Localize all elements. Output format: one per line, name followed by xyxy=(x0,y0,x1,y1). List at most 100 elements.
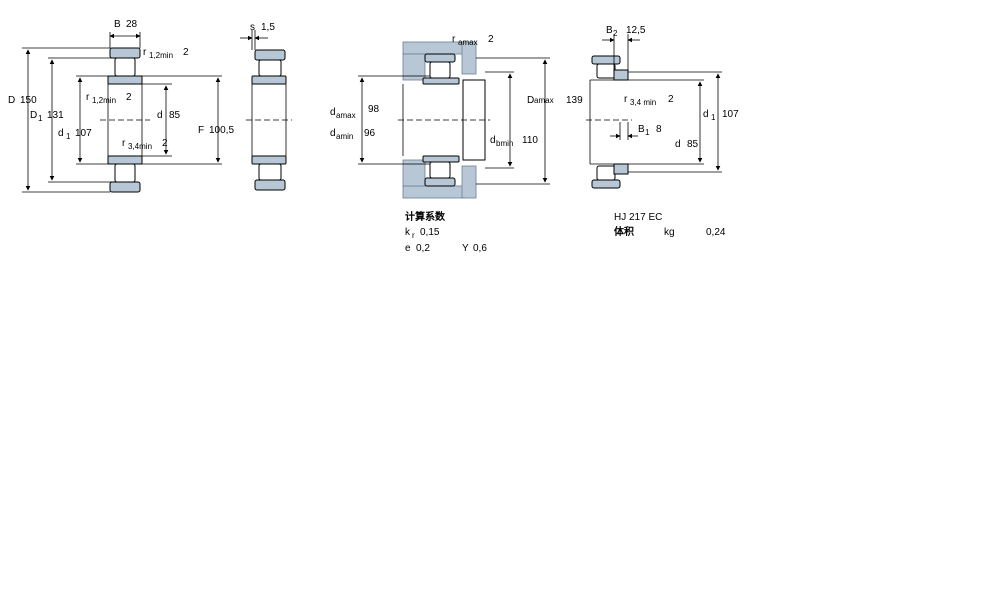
angle-ring-bottom xyxy=(613,163,629,175)
dim-damax-value: 98 xyxy=(368,104,380,115)
angle-ring-top xyxy=(613,69,629,81)
dim-damin-sub: amin xyxy=(336,132,353,141)
housing-bottom xyxy=(402,185,466,199)
e-value: 0,2 xyxy=(416,243,430,254)
roller-bottom-4 xyxy=(596,165,616,181)
dim-r34-4-label: r xyxy=(624,94,628,105)
shaft-left-bottom xyxy=(402,159,426,187)
dim-s-label: s xyxy=(250,22,255,33)
outer-ring-top-3 xyxy=(424,53,456,63)
shaft-left-top xyxy=(402,53,426,81)
dim-ramax-sub: amax xyxy=(458,38,478,47)
outer-ring-bottom-3 xyxy=(424,177,456,187)
dim-damax-label: d xyxy=(330,107,336,118)
dim-damin-value: 96 xyxy=(364,128,376,139)
inner-ring-top-3 xyxy=(422,77,460,85)
roller-top-2 xyxy=(258,59,282,77)
dim-d-4-label: d xyxy=(675,139,681,150)
dim-d1-value: 107 xyxy=(75,128,92,139)
dim-r34-4-value: 2 xyxy=(668,94,674,105)
view-angle-ring: B 2 12,5 r 3,4 min 2 B 1 8 d 1 107 d 85 xyxy=(586,25,739,189)
dim-r34-label: r xyxy=(122,138,126,149)
y-label: Y xyxy=(462,243,469,254)
dim-b1-sub: 1 xyxy=(645,128,650,137)
dim-dbmin-value: 110 xyxy=(522,135,538,146)
roller-bottom-3 xyxy=(429,161,451,179)
mass-unit: kg xyxy=(664,227,675,238)
dim-b2-value: 12,5 xyxy=(626,25,646,36)
dim-ramax-label: r xyxy=(452,34,456,45)
dim-d1-label: d xyxy=(58,128,64,139)
mass-value: 0,24 xyxy=(706,227,726,238)
view-abutment: r amax 2 d amax 98 d amin 96 D amax 139 … xyxy=(330,34,583,199)
dim-Damax-value: 139 xyxy=(566,95,583,106)
dim-r12-top-value: 2 xyxy=(183,47,189,58)
dim-r12-mid-sub: 1,2min xyxy=(92,96,116,105)
dim-dbmin-label: d xyxy=(490,135,496,146)
roller-top xyxy=(114,57,136,77)
outer-ring-bottom-2 xyxy=(254,179,286,191)
outer-ring-bottom-4 xyxy=(591,179,621,189)
dim-dbmin-sub: bmin xyxy=(496,139,513,148)
dim-d-outer-value: 150 xyxy=(20,95,37,106)
inner-ring-bottom-3 xyxy=(422,155,460,163)
e-label: e xyxy=(405,243,411,254)
dim-b1-value: 8 xyxy=(656,124,662,135)
dim-d-4-value: 85 xyxy=(687,139,699,150)
dim-d-bore-label: d xyxy=(157,110,163,121)
designation: HJ 217 EC xyxy=(614,212,662,223)
dim-r12-mid-value: 2 xyxy=(126,92,132,103)
dim-d1-outer-sub: 1 xyxy=(38,114,43,123)
dim-r12-mid-label: r xyxy=(86,92,90,103)
dim-d1-sub: 1 xyxy=(66,132,71,141)
dim-damin-label: d xyxy=(330,128,336,139)
dim-s-value: 1,5 xyxy=(261,22,275,33)
calc-heading: 计算系数 xyxy=(405,210,446,223)
dim-damax-sub: amax xyxy=(336,111,356,120)
dim-f-label: F xyxy=(198,125,204,136)
kr-label: k xyxy=(405,227,411,238)
inner-ring-bottom xyxy=(107,155,143,165)
dim-d-bore-value: 85 xyxy=(169,110,181,121)
dim-b-label: B xyxy=(114,19,121,30)
outer-ring-top xyxy=(109,47,141,59)
dim-r34-4-sub: 3,4 min xyxy=(630,98,656,107)
housing-top xyxy=(402,41,466,55)
outer-ring-top-2 xyxy=(254,49,286,61)
view-main-section: B 28 r 1,2min 2 D 150 D 1 131 d 1 107 r … xyxy=(8,19,234,193)
housing-collar-bottom xyxy=(461,165,477,199)
outer-ring-top-4 xyxy=(591,55,621,65)
inner-ring-bottom-2 xyxy=(251,155,287,165)
view-axial-displacement: s 1,5 xyxy=(240,22,292,191)
dim-r12-top-sub: 1,2min xyxy=(149,51,173,60)
dim-d1-4-label: d xyxy=(703,109,709,120)
dim-d-outer-label: D xyxy=(8,95,15,106)
dim-d1-outer-label: D xyxy=(30,110,37,121)
roller-top-3 xyxy=(429,61,451,79)
outer-ring-bottom xyxy=(109,181,141,193)
roller-bottom xyxy=(114,163,136,183)
dim-r34-value: 2 xyxy=(162,138,168,149)
mass-label: 体积 xyxy=(614,225,634,238)
dim-b-value: 28 xyxy=(126,19,138,30)
kr-value: 0,15 xyxy=(420,227,440,238)
dim-f-value: 100,5 xyxy=(209,125,234,136)
angle-ring-info: HJ 217 EC 体积 kg 0,24 xyxy=(614,212,726,238)
roller-top-4 xyxy=(596,63,616,79)
dim-ramax-value: 2 xyxy=(488,34,494,45)
y-value: 0,6 xyxy=(473,243,487,254)
dim-r34-sub: 3,4min xyxy=(128,142,152,151)
dim-r12-top-label: r xyxy=(143,47,147,58)
dim-b2-sub: 2 xyxy=(613,29,618,38)
dim-d1-4-sub: 1 xyxy=(711,113,716,122)
roller-bottom-2 xyxy=(258,163,282,181)
inner-ring-top-2 xyxy=(251,75,287,85)
dim-d1-4-value: 107 xyxy=(722,109,739,120)
dim-Damax-sub: amax xyxy=(534,96,554,105)
inner-ring-top xyxy=(107,75,143,85)
dim-b1-label: B xyxy=(638,124,645,135)
kr-sub: r xyxy=(412,231,415,240)
dim-d1-outer-value: 131 xyxy=(47,110,64,121)
dim-Damax-label: D xyxy=(527,95,534,106)
